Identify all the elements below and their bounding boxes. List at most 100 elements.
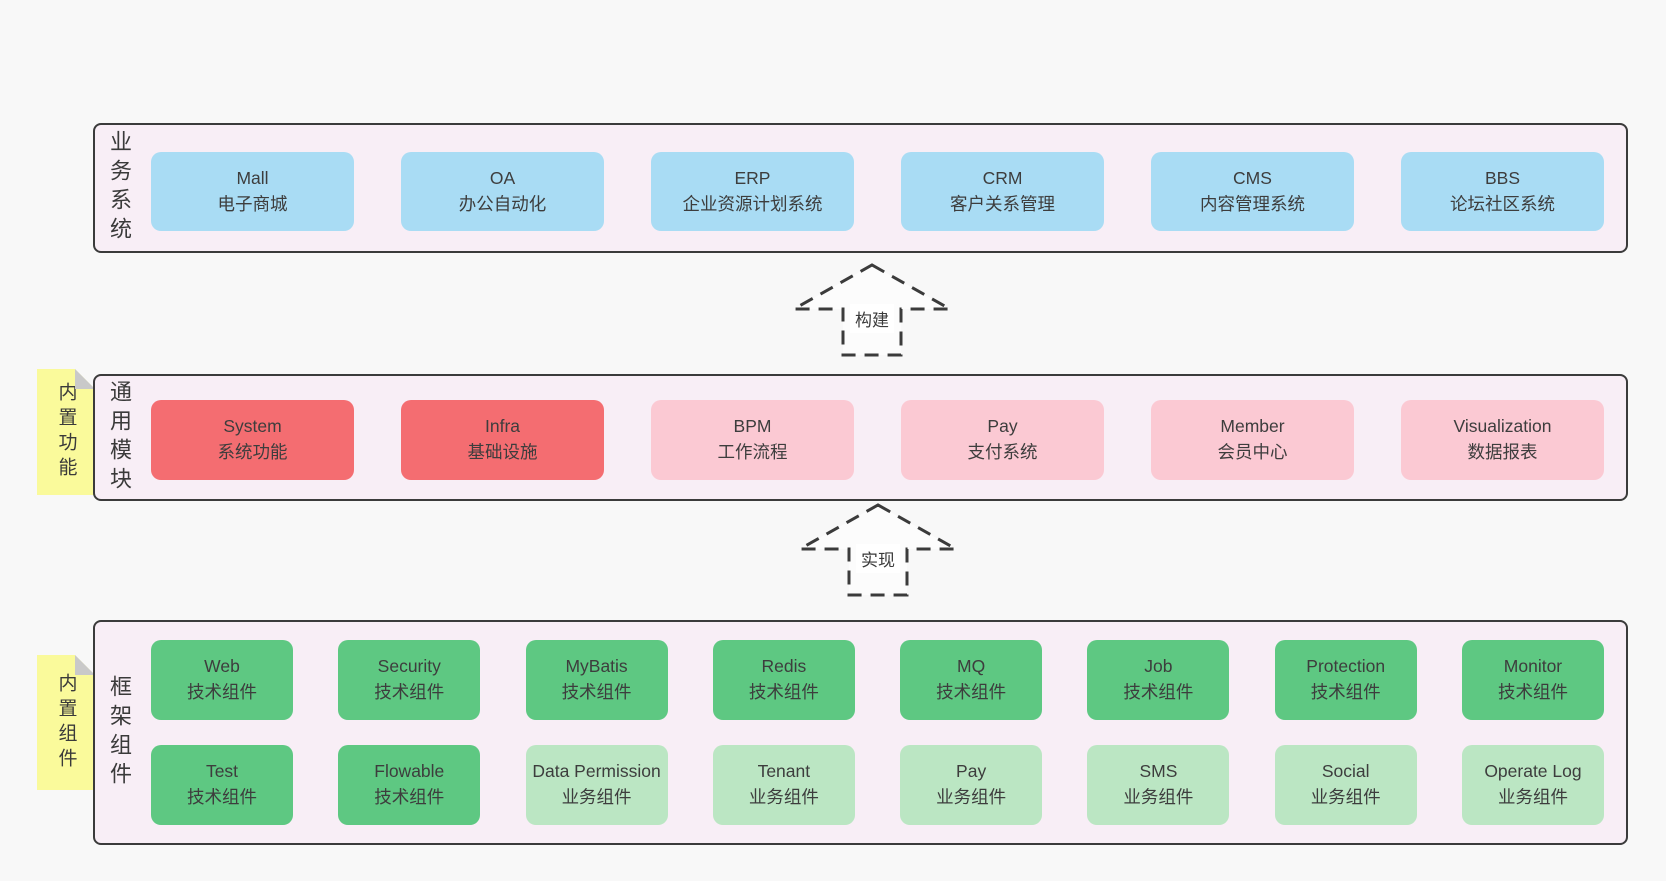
framework-components-row-1: Web 技术组件 Security 技术组件 MyBatis 技术组件 Redi…	[151, 640, 1604, 720]
sticky-built-in-features: 内置功能	[37, 369, 95, 495]
box-pay-system: Pay 支付系统	[901, 400, 1104, 480]
sticky-built-in-components-label: 内置组件	[55, 672, 77, 773]
box-pay-component: Pay 业务组件	[900, 745, 1043, 825]
box-title: Member	[1220, 416, 1285, 437]
sticky-built-in-components: 内置组件	[37, 655, 95, 790]
box-title: CMS	[1233, 167, 1272, 188]
box-subtitle: 支付系统	[967, 442, 1038, 462]
box-subtitle: 业务组件	[1310, 787, 1381, 807]
box-title: MQ	[957, 656, 986, 677]
box-sms: SMS 业务组件	[1087, 745, 1230, 825]
box-bpm: BPM 工作流程	[651, 400, 854, 480]
box-tenant: Tenant 业务组件	[712, 745, 855, 825]
box-title: Infra	[484, 416, 521, 437]
box-job: Job 技术组件	[1087, 640, 1230, 720]
band-framework-components-label: 框架组件	[107, 674, 132, 791]
box-data-permission: Data Permission 业务组件	[525, 745, 668, 825]
box-title: BPM	[733, 416, 772, 437]
box-subtitle: 技术组件	[936, 682, 1007, 702]
box-erp: ERP 企业资源计划系统	[651, 152, 854, 231]
box-redis: Redis 技术组件	[712, 640, 855, 720]
box-flowable: Flowable 技术组件	[338, 745, 481, 825]
box-system: System 系统功能	[151, 400, 354, 480]
box-title: MyBatis	[565, 656, 628, 677]
box-title: Flowable	[374, 761, 445, 782]
box-title: Test	[205, 761, 239, 782]
box-subtitle: 会员中心	[1217, 442, 1288, 462]
box-oa: OA 办公自动化	[401, 152, 604, 231]
box-subtitle: 业务组件	[1123, 787, 1194, 807]
box-title: BBS	[1484, 167, 1521, 188]
box-protection: Protection 技术组件	[1274, 640, 1417, 720]
band-business-systems-label: 业务系统	[107, 130, 132, 246]
box-title: Mall	[236, 167, 269, 188]
box-title: Redis	[761, 656, 807, 677]
box-title: Protection	[1306, 656, 1386, 677]
box-test: Test 技术组件	[151, 745, 293, 825]
box-subtitle: 客户关系管理	[950, 193, 1055, 214]
box-subtitle: 技术组件	[374, 787, 445, 807]
box-infra: Infra 基础设施	[401, 400, 604, 480]
box-subtitle: 系统功能	[217, 442, 288, 462]
box-title: CRM	[982, 167, 1023, 188]
box-title: Tenant	[757, 761, 811, 782]
box-visualization: Visualization 数据报表	[1401, 400, 1604, 480]
box-subtitle: 技术组件	[374, 682, 445, 702]
box-subtitle: 业务组件	[936, 787, 1007, 807]
box-cms: CMS 内容管理系统	[1151, 152, 1354, 231]
box-title: Social	[1321, 761, 1370, 782]
sticky-built-in-features-label: 内置功能	[55, 382, 77, 482]
box-subtitle: 技术组件	[1310, 682, 1381, 702]
box-title: Job	[1144, 656, 1173, 677]
arrow-build: 构建	[787, 262, 957, 358]
box-subtitle: 内容管理系统	[1200, 193, 1305, 214]
box-monitor: Monitor 技术组件	[1461, 640, 1604, 720]
box-web: Web 技术组件	[151, 640, 293, 720]
box-subtitle: 论坛社区系统	[1450, 193, 1555, 214]
box-subtitle: 基础设施	[467, 442, 538, 462]
box-mq: MQ 技术组件	[900, 640, 1043, 720]
band-business-systems: 业务系统 Mall 电子商城 OA 办公自动化 ERP 企业资源计划系统 CRM…	[93, 123, 1628, 253]
box-title: Monitor	[1503, 656, 1563, 677]
box-bbs: BBS 论坛社区系统	[1401, 152, 1604, 231]
box-title: Pay	[956, 761, 987, 782]
box-title: Data Permission	[532, 761, 661, 782]
arrow-implement-label: 实现	[856, 544, 900, 573]
box-subtitle: 数据报表	[1467, 442, 1538, 462]
box-subtitle: 业务组件	[1497, 787, 1568, 807]
box-title: Pay	[987, 416, 1018, 437]
box-social: Social 业务组件	[1274, 745, 1417, 825]
box-title: System	[223, 416, 282, 437]
box-subtitle: 技术组件	[1497, 682, 1568, 702]
arrow-build-label: 构建	[850, 304, 894, 333]
box-subtitle: 企业资源计划系统	[682, 193, 823, 214]
box-subtitle: 业务组件	[561, 787, 632, 807]
box-subtitle: 技术组件	[187, 682, 257, 702]
box-title: Operate Log	[1484, 761, 1582, 782]
box-title: SMS	[1139, 761, 1178, 782]
box-title: Security	[377, 656, 441, 677]
box-subtitle: 办公自动化	[458, 193, 547, 214]
folded-corner-icon	[75, 369, 95, 389]
arrow-implement: 实现	[793, 502, 963, 598]
box-subtitle: 业务组件	[748, 787, 819, 807]
box-security: Security 技术组件	[338, 640, 481, 720]
box-title: OA	[489, 167, 516, 188]
band-common-modules-label: 通用模块	[107, 379, 132, 496]
folded-corner-icon	[75, 655, 95, 675]
box-subtitle: 技术组件	[187, 787, 257, 807]
box-title: Web	[204, 656, 240, 677]
box-subtitle: 技术组件	[561, 682, 632, 702]
box-subtitle: 技术组件	[1123, 682, 1194, 702]
band-common-modules: 通用模块 System 系统功能 Infra 基础设施 BPM 工作流程 Pay…	[93, 374, 1628, 501]
common-modules-row: System 系统功能 Infra 基础设施 BPM 工作流程 Pay 支付系统…	[151, 400, 1604, 480]
box-member: Member 会员中心	[1151, 400, 1354, 480]
band-framework-components: 框架组件 Web 技术组件 Security 技术组件 MyBatis 技术组件…	[93, 620, 1628, 845]
box-title: Visualization	[1453, 416, 1552, 437]
box-mybatis: MyBatis 技术组件	[525, 640, 668, 720]
box-mall: Mall 电子商城	[151, 152, 354, 231]
box-operate-log: Operate Log 业务组件	[1461, 745, 1604, 825]
box-crm: CRM 客户关系管理	[901, 152, 1104, 231]
business-systems-row: Mall 电子商城 OA 办公自动化 ERP 企业资源计划系统 CRM 客户关系…	[151, 152, 1604, 231]
